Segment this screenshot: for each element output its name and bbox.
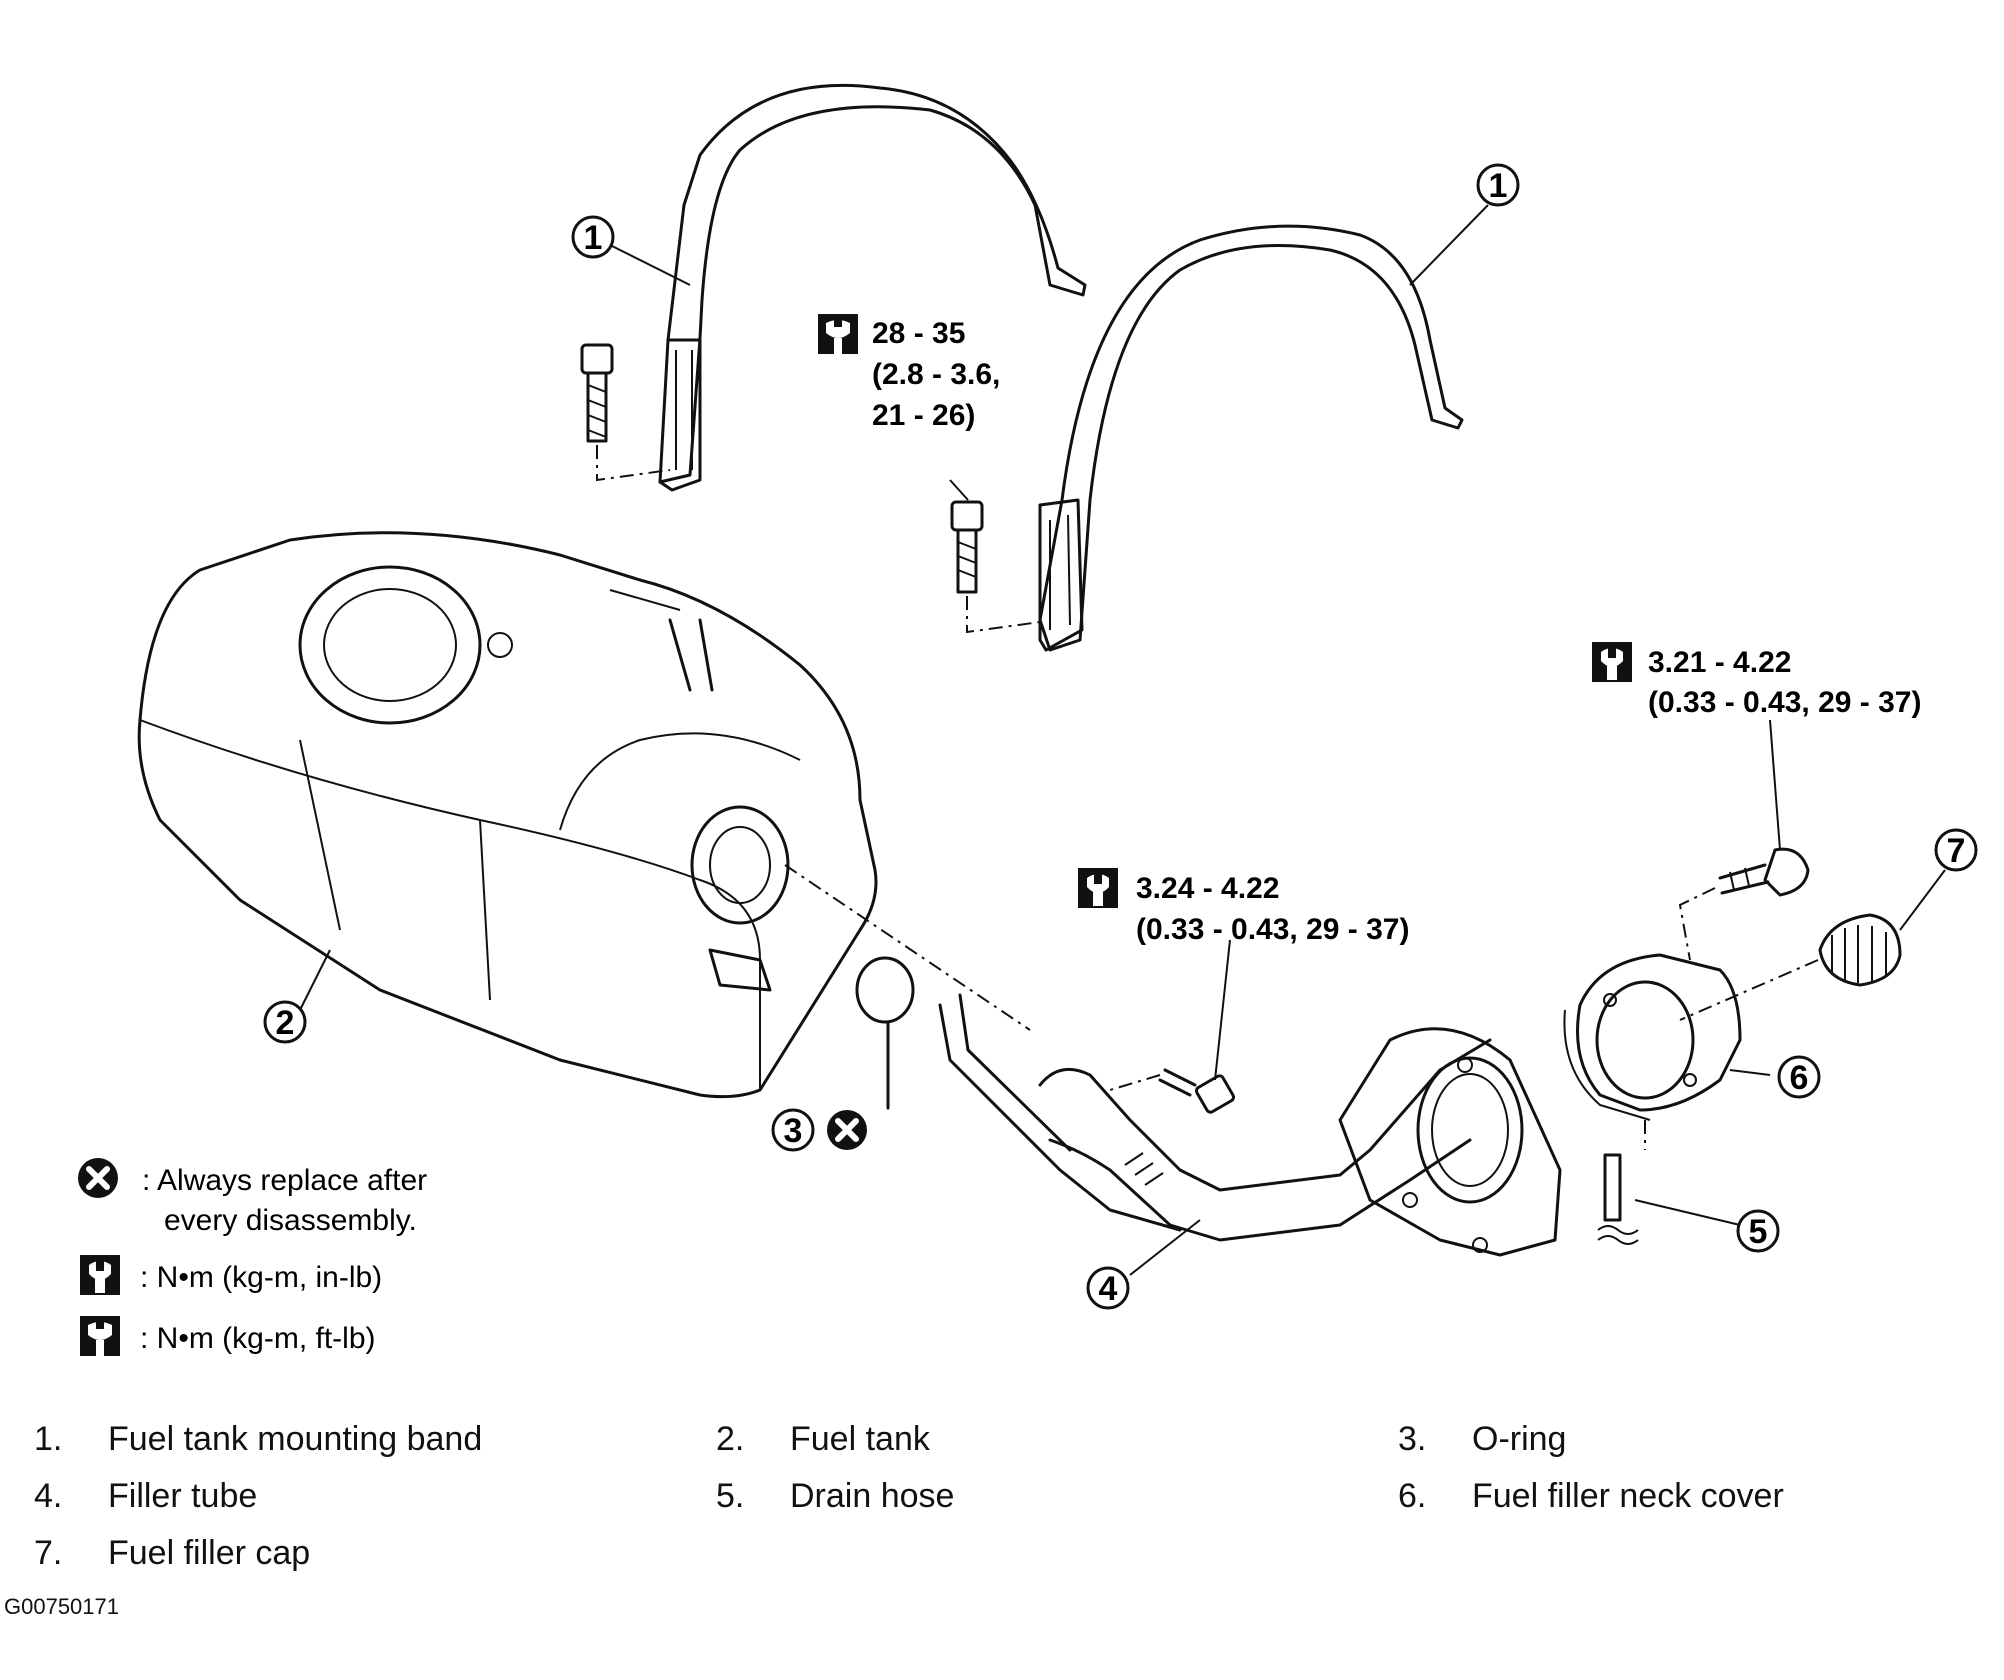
torque-spec-neck-cover-bolt: 3.21 - 4.22 (0.33 - 0.43, 29 - 37): [1592, 642, 1922, 719]
callout-4: 4: [1086, 1266, 1130, 1310]
callout-3: 3: [771, 1110, 867, 1150]
callout-5: 5: [1736, 1209, 1780, 1253]
torque-ftlb-icon: [80, 1316, 120, 1356]
svg-text:21 - 26): 21 - 26): [872, 399, 975, 432]
svg-text:3: 3: [784, 1112, 803, 1150]
svg-text:: N•m (kg-m, in-lb): : N•m (kg-m, in-lb): [140, 1261, 382, 1294]
part-label: Fuel tank: [790, 1420, 930, 1458]
drain-hose: [1597, 1120, 1646, 1245]
part-number: 5.: [716, 1477, 745, 1515]
svg-text:: Always replace after: : Always replace after: [142, 1164, 427, 1197]
svg-text:every disassembly.: every disassembly.: [164, 1204, 417, 1237]
svg-text:5: 5: [1749, 1213, 1768, 1251]
part-number: 4.: [34, 1477, 63, 1515]
svg-text:1: 1: [584, 219, 603, 257]
torque-inlb-icon: [1592, 642, 1632, 682]
torque-spec-filler-tube-bolt: 3.24 - 4.22 (0.33 - 0.43, 29 - 37): [1078, 868, 1410, 946]
fuel-filler-neck-cover: [1563, 953, 1742, 1121]
part-number: 2.: [716, 1420, 745, 1458]
svg-text:2: 2: [276, 1004, 295, 1042]
svg-text:4: 4: [1099, 1270, 1118, 1308]
svg-text:(0.33 - 0.43, 29 - 37): (0.33 - 0.43, 29 - 37): [1648, 686, 1922, 719]
figure-id: G00750171: [4, 1594, 119, 1619]
part-number: 3.: [1398, 1420, 1427, 1458]
leader-lines: [299, 204, 1946, 1276]
torque-spec-band-bolt: 28 - 35 (2.8 - 3.6, 21 - 26): [818, 314, 1000, 432]
filler-tube-bolt: [1109, 1068, 1236, 1114]
band-bolt-right: [950, 500, 1041, 634]
replace-icon: [78, 1158, 118, 1198]
part-label: Fuel filler neck cover: [1472, 1477, 1784, 1515]
torque-ftlb-icon: [818, 314, 858, 354]
fuel-tank: [137, 531, 878, 1099]
part-label: O-ring: [1472, 1420, 1567, 1458]
torque-inlb-icon: [80, 1255, 120, 1295]
callout-6: 6: [1777, 1055, 1821, 1099]
svg-text:1: 1: [1489, 167, 1508, 205]
callout-1a: 1: [571, 215, 615, 259]
part-number: 6.: [1398, 1477, 1427, 1515]
svg-text:: N•m (kg-m, ft-lb): : N•m (kg-m, ft-lb): [140, 1322, 376, 1355]
svg-text:7: 7: [1947, 832, 1966, 870]
part-label: Fuel tank mounting band: [108, 1420, 483, 1458]
callout-7: 7: [1934, 828, 1978, 872]
mounting-band-right: [1038, 224, 1464, 652]
svg-text:(2.8 - 3.6,: (2.8 - 3.6,: [872, 358, 1000, 391]
replace-icon: [827, 1110, 867, 1150]
filler-tube: [784, 864, 1562, 1257]
svg-text:3.21 - 4.22: 3.21 - 4.22: [1648, 646, 1791, 679]
band-bolt-left: [580, 343, 671, 482]
mounting-band-left: [658, 83, 1087, 492]
svg-text:6: 6: [1790, 1059, 1809, 1097]
svg-text:3.24 - 4.22: 3.24 - 4.22: [1136, 872, 1279, 905]
callout-2: 2: [263, 1000, 307, 1044]
part-number: 1.: [34, 1420, 63, 1458]
part-number: 7.: [34, 1534, 63, 1572]
callout-1b: 1: [1476, 163, 1520, 207]
torque-inlb-icon: [1078, 868, 1118, 908]
part-label: Filler tube: [108, 1477, 258, 1515]
svg-text:(0.33 - 0.43, 29 - 37): (0.33 - 0.43, 29 - 37): [1136, 913, 1410, 946]
o-ring: [855, 956, 915, 1024]
symbol-legend: : Always replace after every disassembly…: [78, 1158, 427, 1356]
svg-text:28 - 35: 28 - 35: [872, 317, 965, 350]
fuel-filler-cap: [1679, 913, 1902, 1021]
part-label: Fuel filler cap: [108, 1534, 311, 1572]
neck-cover-bolt: [1678, 847, 1810, 961]
part-label: Drain hose: [790, 1477, 955, 1515]
